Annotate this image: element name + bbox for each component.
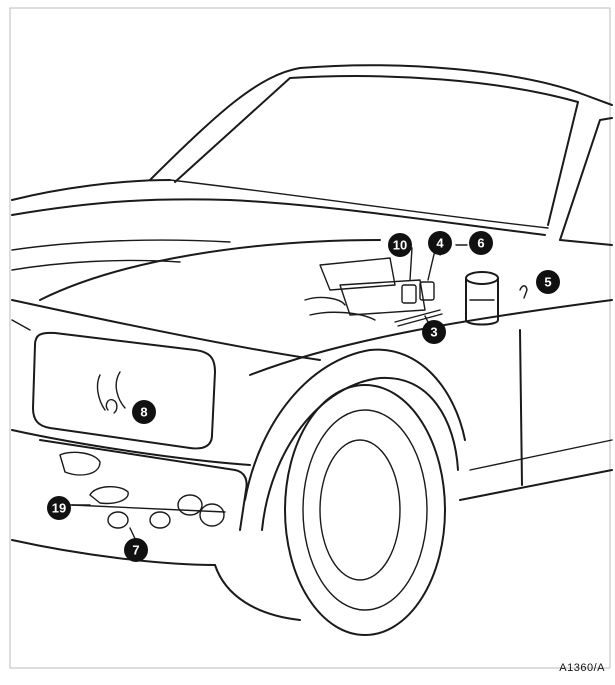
callout-7: 7 — [124, 538, 148, 562]
svg-text:6: 6 — [477, 236, 484, 251]
engine-bay-components — [305, 258, 442, 326]
svg-text:19: 19 — [52, 501, 66, 516]
callout-10: 10 — [388, 233, 412, 257]
svg-text:8: 8 — [140, 405, 147, 420]
svg-text:3: 3 — [430, 325, 437, 340]
callout-5: 5 — [536, 270, 560, 294]
small-component-5 — [520, 286, 527, 298]
callout-4: 4 — [428, 231, 452, 255]
svg-text:5: 5 — [544, 275, 551, 290]
callout-6: 6 — [469, 231, 493, 255]
bulb-holder-8 — [106, 400, 117, 413]
front-wheel — [215, 350, 465, 635]
svg-text:7: 7 — [132, 543, 139, 558]
svg-text:4: 4 — [436, 236, 444, 251]
front-lamps — [72, 487, 225, 528]
callout-3: 3 — [422, 320, 446, 344]
callout-8: 8 — [132, 400, 156, 424]
figure-reference: A1360/A — [559, 662, 605, 674]
body-side — [12, 300, 612, 500]
windscreen — [150, 65, 612, 245]
callout-19: 19 — [47, 496, 71, 520]
svg-text:10: 10 — [393, 238, 407, 253]
headlamp — [12, 320, 215, 448]
